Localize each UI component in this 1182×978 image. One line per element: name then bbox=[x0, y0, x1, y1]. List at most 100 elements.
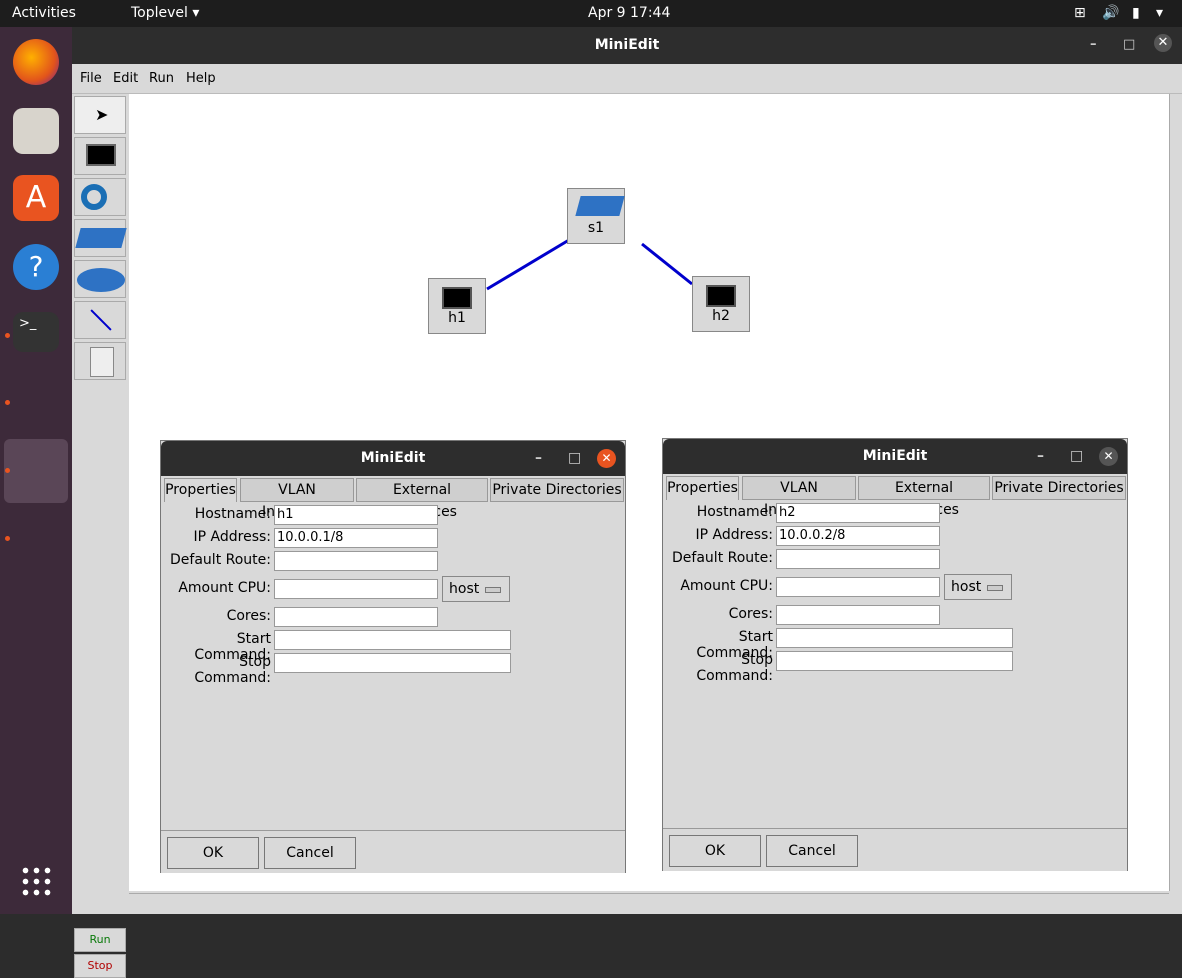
node-label: s1 bbox=[587, 220, 605, 236]
link-icon bbox=[90, 309, 112, 331]
default-route-input[interactable] bbox=[776, 549, 940, 569]
host-node-h2[interactable]: h2 bbox=[692, 276, 750, 332]
cancel-button[interactable]: Cancel bbox=[766, 835, 858, 867]
ip-address-input[interactable]: 10.0.0.1/8 bbox=[274, 528, 438, 548]
dialog-button-row: OK Cancel bbox=[161, 830, 625, 873]
router-tool[interactable] bbox=[74, 260, 126, 298]
switch-icon bbox=[75, 228, 127, 248]
cursor-icon: ➤ bbox=[95, 105, 109, 124]
running-indicator bbox=[5, 400, 10, 405]
cpu-mode-select[interactable]: host bbox=[442, 576, 510, 602]
terminal-icon[interactable]: >_ bbox=[13, 312, 59, 352]
hostname-label: Hostname: bbox=[194, 506, 271, 522]
system-menu-chevron-icon[interactable]: ▾ bbox=[1156, 5, 1164, 21]
start-command-input[interactable] bbox=[274, 630, 511, 650]
cpu-mode-select[interactable]: host bbox=[944, 574, 1012, 600]
tab-vlan-interfaces[interactable]: VLAN Interfaces bbox=[742, 476, 856, 518]
dialog-titlebar[interactable]: MiniEdit – □ ✕ bbox=[663, 439, 1127, 474]
activities-button[interactable]: Activities bbox=[12, 5, 76, 21]
link-tool[interactable] bbox=[74, 301, 126, 339]
controller-tool[interactable] bbox=[74, 178, 126, 216]
start-command-label: Start Command: bbox=[696, 629, 773, 661]
ok-button[interactable]: OK bbox=[167, 837, 259, 869]
tab-external-interfaces[interactable]: External Interfaces bbox=[858, 476, 990, 518]
top-bar: Activities Toplevel ▾ Apr 9 17:44 ⊞ 🔊 ▮ … bbox=[0, 0, 1182, 27]
dialog-titlebar[interactable]: MiniEdit – □ ✕ bbox=[161, 441, 625, 476]
select-tool[interactable]: ➤ bbox=[74, 96, 126, 134]
stop-command-label: Stop Command: bbox=[696, 652, 773, 684]
menu-file[interactable]: File bbox=[80, 71, 102, 86]
maximize-icon[interactable]: □ bbox=[568, 450, 582, 466]
minimize-icon[interactable]: – bbox=[1037, 448, 1044, 464]
netlink-tool[interactable] bbox=[74, 342, 126, 380]
hostname-input[interactable]: h2 bbox=[776, 503, 940, 523]
minimize-icon[interactable]: – bbox=[535, 450, 542, 466]
firefox-icon[interactable] bbox=[13, 39, 59, 85]
host-node-h1[interactable]: h1 bbox=[428, 278, 486, 334]
start-command-input[interactable] bbox=[776, 628, 1013, 648]
battery-icon[interactable]: ▮ bbox=[1132, 5, 1140, 21]
app-grid-icon[interactable] bbox=[20, 865, 52, 897]
stop-button[interactable]: Stop bbox=[74, 954, 126, 978]
ip-address-input[interactable]: 10.0.0.2/8 bbox=[776, 526, 940, 546]
host-tool[interactable] bbox=[74, 137, 126, 175]
amount-cpu-input[interactable] bbox=[776, 577, 940, 597]
app-center-icon[interactable]: A bbox=[13, 175, 59, 221]
close-icon[interactable]: ✕ bbox=[1154, 34, 1172, 52]
amount-cpu-label: Amount CPU: bbox=[680, 578, 773, 594]
window-title: MiniEdit bbox=[594, 37, 660, 53]
close-icon[interactable]: ✕ bbox=[1099, 447, 1118, 466]
tab-properties[interactable]: Properties bbox=[666, 476, 739, 500]
host-properties-dialog-h1: MiniEdit – □ ✕ Properties VLAN Interface… bbox=[160, 440, 626, 873]
default-route-label: Default Route: bbox=[672, 550, 773, 566]
amount-cpu-input[interactable] bbox=[274, 579, 438, 599]
active-app-slot[interactable] bbox=[4, 439, 68, 503]
chevron-down-icon: ▾ bbox=[192, 5, 200, 21]
ip-address-label: IP Address: bbox=[695, 527, 774, 543]
tab-external-interfaces[interactable]: External Interfaces bbox=[356, 478, 488, 520]
maximize-icon[interactable]: □ bbox=[1070, 448, 1084, 464]
hostname-input[interactable]: h1 bbox=[274, 505, 438, 525]
clock[interactable]: Apr 9 17:44 bbox=[588, 5, 671, 21]
run-button[interactable]: Run bbox=[74, 928, 126, 952]
window-titlebar[interactable]: MiniEdit – □ ✕ bbox=[72, 27, 1182, 64]
tab-vlan-interfaces[interactable]: VLAN Interfaces bbox=[240, 478, 354, 520]
switch-tool[interactable] bbox=[74, 219, 127, 257]
default-route-input[interactable] bbox=[274, 551, 438, 571]
cancel-button[interactable]: Cancel bbox=[264, 837, 356, 869]
tab-properties[interactable]: Properties bbox=[164, 478, 237, 502]
menu-edit[interactable]: Edit bbox=[113, 71, 139, 86]
files-icon[interactable] bbox=[13, 108, 59, 154]
router-icon bbox=[77, 268, 125, 292]
running-indicator bbox=[5, 536, 10, 541]
cpu-mode-value: host bbox=[449, 581, 480, 597]
link-s1-h2[interactable] bbox=[641, 242, 693, 286]
host-properties-dialog-h2: MiniEdit – □ ✕ Properties VLAN Interface… bbox=[662, 438, 1128, 871]
hostname-label: Hostname: bbox=[696, 504, 773, 520]
app-menu[interactable]: Toplevel ▾ bbox=[131, 5, 199, 21]
tab-private-directories[interactable]: Private Directories bbox=[490, 478, 624, 502]
menu-run[interactable]: Run bbox=[149, 71, 174, 86]
running-indicator bbox=[5, 333, 10, 338]
volume-icon[interactable]: 🔊 bbox=[1102, 5, 1120, 21]
link-h1-s1[interactable] bbox=[486, 238, 570, 291]
help-icon[interactable]: ? bbox=[13, 244, 59, 290]
tab-private-directories[interactable]: Private Directories bbox=[992, 476, 1126, 500]
network-icon[interactable]: ⊞ bbox=[1074, 5, 1086, 21]
stop-command-input[interactable] bbox=[274, 653, 511, 673]
ok-button[interactable]: OK bbox=[669, 835, 761, 867]
cores-input[interactable] bbox=[776, 605, 940, 625]
amount-cpu-label: Amount CPU: bbox=[178, 580, 271, 596]
switch-node-s1[interactable]: s1 bbox=[567, 188, 625, 244]
vertical-scrollbar[interactable] bbox=[1169, 94, 1182, 891]
cores-input[interactable] bbox=[274, 607, 438, 627]
switch-icon bbox=[575, 196, 625, 216]
stop-command-label: Stop Command: bbox=[194, 654, 271, 686]
horizontal-scrollbar[interactable] bbox=[129, 893, 1169, 910]
maximize-icon[interactable]: □ bbox=[1123, 37, 1136, 52]
minimize-icon[interactable]: – bbox=[1090, 37, 1097, 52]
close-icon[interactable]: ✕ bbox=[597, 449, 616, 468]
menu-help[interactable]: Help bbox=[186, 71, 216, 86]
stop-command-input[interactable] bbox=[776, 651, 1013, 671]
cores-label: Cores: bbox=[728, 606, 773, 622]
